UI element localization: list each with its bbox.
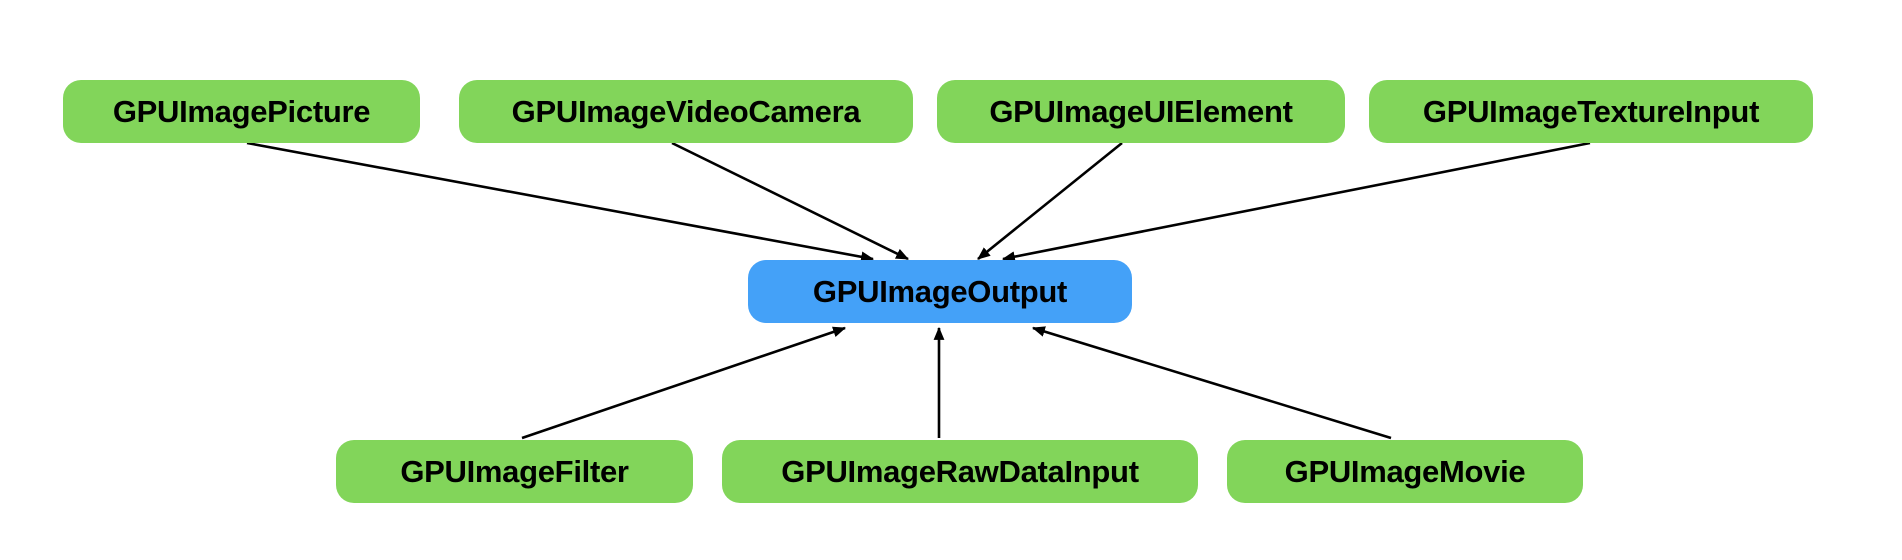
node-label: GPUImageMovie bbox=[1284, 453, 1526, 489]
node-label: GPUImageTextureInput bbox=[1422, 93, 1760, 129]
node-gpuimagefilter: GPUImageFilter bbox=[336, 440, 693, 503]
node-label: GPUImageVideoCamera bbox=[511, 93, 861, 129]
edge-arrow-uielement-to-output bbox=[977, 141, 1123, 261]
node-label: GPUImageOutput bbox=[812, 273, 1068, 309]
edge-arrow-textureinput-to-output bbox=[1001, 141, 1591, 263]
node-label: GPUImagePicture bbox=[112, 93, 371, 129]
node-gpuimageuielement: GPUImageUIElement bbox=[937, 80, 1345, 143]
node-gpuimagerawdatainput: GPUImageRawDataInput bbox=[722, 440, 1198, 503]
node-gpuimagetextureinput: GPUImageTextureInput bbox=[1369, 80, 1813, 143]
node-label: GPUImageFilter bbox=[400, 453, 629, 489]
edge-arrow-videocamera-to-output bbox=[671, 141, 909, 261]
node-gpuimagepicture: GPUImagePicture bbox=[63, 80, 420, 143]
edge-arrow-filter-to-output bbox=[521, 326, 847, 440]
node-gpuimageoutput: GPUImageOutput bbox=[748, 260, 1132, 323]
node-gpuimagemovie: GPUImageMovie bbox=[1227, 440, 1583, 503]
node-label: GPUImageUIElement bbox=[989, 93, 1293, 129]
edge-arrow-picture-to-output bbox=[246, 141, 875, 263]
edge-arrow-movie-to-output bbox=[1031, 326, 1392, 440]
node-label: GPUImageRawDataInput bbox=[781, 453, 1139, 489]
node-gpuimagevideocamera: GPUImageVideoCamera bbox=[459, 80, 913, 143]
